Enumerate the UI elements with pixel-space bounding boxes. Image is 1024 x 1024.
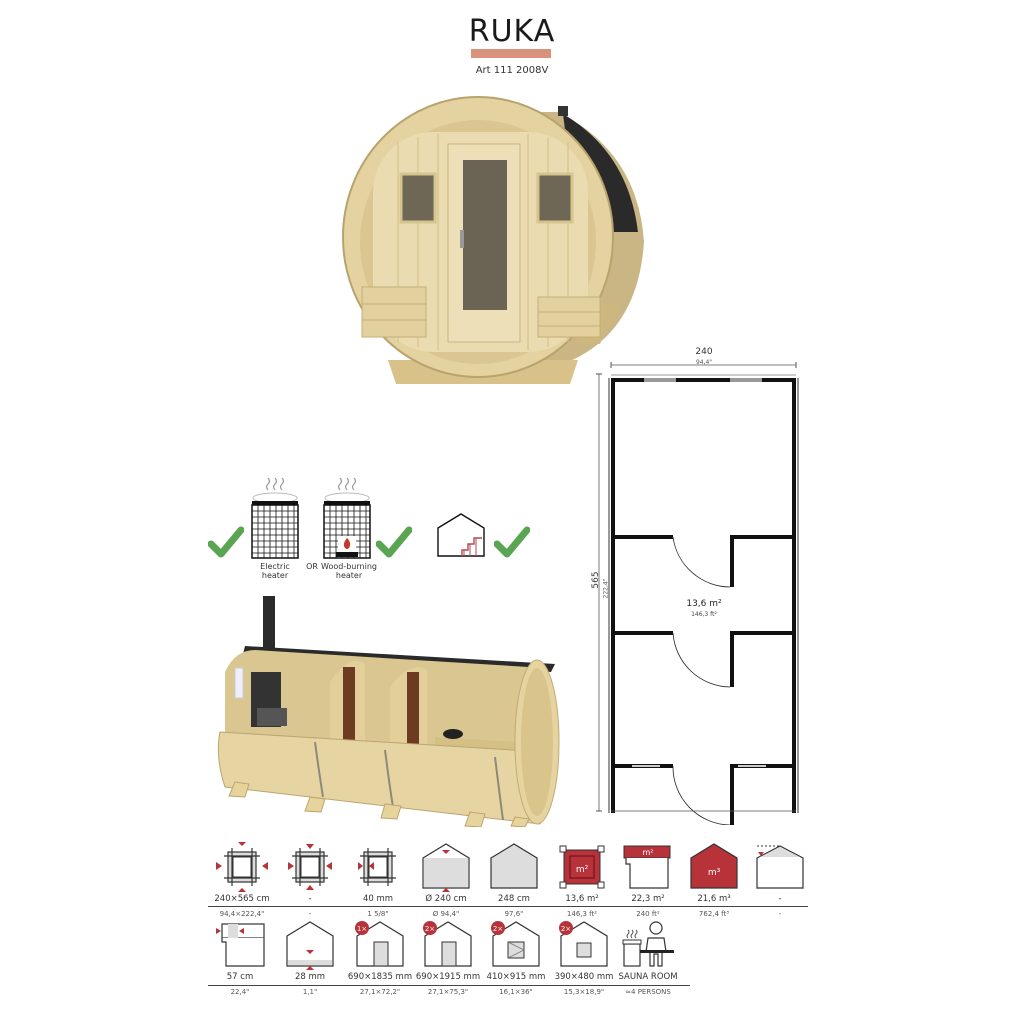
footprint-dimensions-icon bbox=[216, 842, 268, 892]
room-area-ft: 146,3 ft² bbox=[691, 611, 717, 618]
product-title: RUKA bbox=[468, 14, 556, 49]
svg-text:2×: 2× bbox=[561, 925, 571, 933]
svg-text:m²: m² bbox=[643, 848, 654, 857]
electric-heater-label-2: heater bbox=[261, 571, 289, 580]
sauna-room-icon bbox=[622, 921, 674, 967]
svg-text:1×: 1× bbox=[357, 925, 367, 933]
wood-heater-label-2: heater bbox=[335, 571, 363, 580]
roof-overhang-icon bbox=[216, 923, 265, 967]
door-icon: 1× bbox=[355, 921, 404, 967]
svg-text:m³: m³ bbox=[708, 868, 721, 878]
plan-width-cm: 240 bbox=[695, 347, 713, 357]
opening-window-icon: 2× bbox=[491, 921, 540, 967]
roof-pitch-icon bbox=[756, 845, 804, 889]
wall-thickness-icon bbox=[358, 848, 396, 886]
floor-thickness-icon bbox=[286, 921, 334, 970]
check-icon bbox=[376, 526, 412, 558]
roof-area-icon: m² bbox=[623, 845, 671, 889]
or-label: OR bbox=[306, 562, 318, 571]
electric-heater-icon bbox=[251, 477, 299, 559]
wood-burning-heater-icon bbox=[323, 477, 371, 559]
spec-roof-pitch: -- bbox=[778, 894, 782, 918]
inner-dimensions-icon bbox=[288, 844, 332, 890]
check-icon bbox=[208, 526, 244, 558]
article-number: Art 111 2008V bbox=[475, 65, 549, 76]
divider bbox=[208, 985, 690, 986]
diameter-icon bbox=[422, 843, 470, 892]
plan-width-in: 94,4" bbox=[695, 359, 713, 366]
bench-house-icon bbox=[437, 513, 485, 557]
floor-plan: 240 94,4" 565 222,4" 13,6 bbox=[591, 345, 804, 825]
wood-heater-label-1: Wood-burning bbox=[321, 562, 377, 571]
volume-icon: m³ bbox=[690, 843, 738, 889]
spec-sauna-room: SAUNA ROOM≈4 PERSONS bbox=[618, 972, 678, 996]
height-icon bbox=[490, 843, 538, 889]
title-underline bbox=[471, 49, 551, 58]
svg-text:2×: 2× bbox=[493, 925, 503, 933]
cutaway-render bbox=[215, 592, 560, 827]
spec-inner: -- bbox=[308, 894, 312, 918]
check-icon bbox=[494, 526, 530, 558]
fixed-window-icon: 2× bbox=[559, 921, 608, 967]
electric-heater-label-1: Electric bbox=[260, 562, 290, 571]
svg-text:2×: 2× bbox=[425, 925, 435, 933]
front-view-render bbox=[338, 92, 648, 392]
room-area: 13,6 m² bbox=[686, 599, 722, 609]
divider bbox=[208, 906, 808, 907]
floor-area-icon: m² bbox=[559, 845, 605, 889]
svg-text:m²: m² bbox=[576, 865, 589, 875]
door-icon: 2× bbox=[423, 921, 472, 967]
heater-options: Electric heater OR Wood-burning heater bbox=[208, 474, 538, 584]
